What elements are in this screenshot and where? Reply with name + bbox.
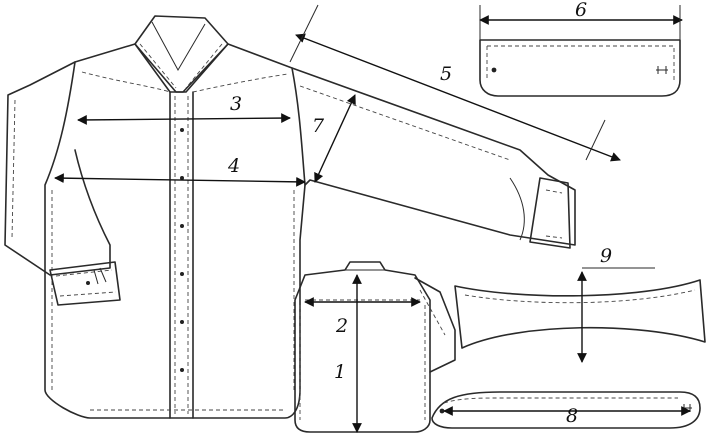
measure-line-4 bbox=[54, 173, 306, 187]
label-9: 9 bbox=[600, 245, 612, 267]
collar-piece bbox=[454, 279, 706, 349]
measure-lines bbox=[54, 4, 691, 433]
left-sleeve bbox=[4, 61, 121, 306]
right-cuff bbox=[529, 177, 571, 249]
label-6: 6 bbox=[575, 0, 587, 21]
label-1: 1 bbox=[334, 361, 346, 383]
shirt-front-view bbox=[44, 15, 306, 419]
cuff-piece bbox=[479, 39, 681, 97]
shirt-back-view bbox=[294, 261, 456, 433]
label-2: 2 bbox=[335, 315, 348, 337]
label-4: 4 bbox=[227, 155, 240, 177]
right-sleeve bbox=[291, 67, 576, 249]
measure-line-7 bbox=[314, 94, 356, 183]
collar bbox=[134, 15, 229, 93]
measure-line-3 bbox=[77, 113, 291, 125]
back-collar bbox=[344, 261, 386, 271]
left-cuff bbox=[49, 261, 121, 306]
measure-line-5 bbox=[295, 33, 621, 162]
front-placket bbox=[169, 91, 194, 419]
label-5: 5 bbox=[440, 63, 452, 85]
collar-band bbox=[151, 21, 206, 72]
label-7: 7 bbox=[312, 115, 325, 137]
button-row bbox=[180, 128, 184, 372]
measure-labels: 3 4 5 6 7 2 1 8 9 bbox=[227, 0, 612, 427]
label-3: 3 bbox=[230, 93, 242, 115]
label-8: 8 bbox=[566, 405, 578, 427]
